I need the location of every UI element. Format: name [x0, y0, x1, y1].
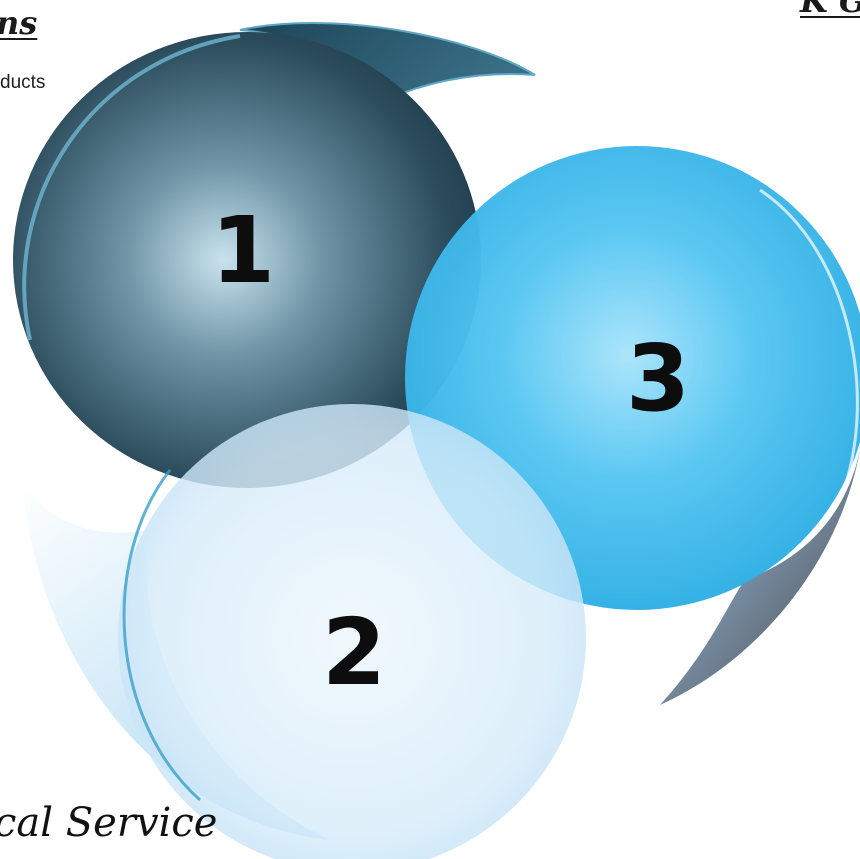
circle-2-tail: [22, 480, 330, 840]
circle-2-number: 2: [322, 599, 386, 706]
top-left-title: ns: [0, 4, 38, 42]
circle-1-number: 1: [211, 197, 275, 304]
top-left-body-text: ducts: [0, 72, 46, 93]
top-right-title: K G: [800, 0, 860, 20]
circle-2-rim: [122, 469, 201, 802]
circle-1-rim: [22, 34, 241, 341]
circle-1: [13, 32, 481, 488]
circle-3-number: 3: [626, 325, 690, 432]
circle-2: [118, 404, 586, 859]
circle-3-rim: [759, 188, 859, 501]
circle-3-tail: [660, 450, 860, 705]
bottom-left-title: cal Service: [0, 800, 218, 846]
